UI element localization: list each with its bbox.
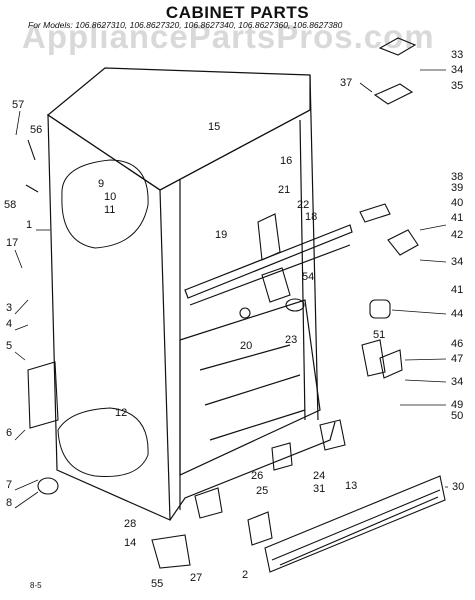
callout-49: 49: [451, 399, 463, 411]
callout-30: 30: [452, 481, 464, 493]
callout-18: 18: [305, 211, 317, 223]
callout-40: 40: [451, 197, 463, 209]
callout-44: 44: [451, 308, 463, 320]
callout-33: 33: [451, 49, 463, 61]
callout-12: 12: [115, 407, 127, 419]
callout-5: 5: [6, 340, 12, 352]
callout-56: 56: [30, 124, 42, 136]
callout-8: 8: [6, 497, 12, 509]
callout-35: 35: [451, 80, 463, 92]
callout-39: 39: [451, 182, 463, 194]
callout-2: 2: [242, 569, 248, 581]
callout-1: 1: [26, 219, 32, 231]
callout-41: 41: [451, 284, 463, 296]
callout-11: 11: [104, 204, 115, 216]
callout-10: 10: [104, 191, 116, 203]
callout-26: 26: [251, 470, 263, 482]
callout-9: 9: [98, 178, 104, 190]
callout-23: 23: [285, 334, 297, 346]
callout-50: 50: [451, 410, 463, 422]
callout-19: 19: [215, 229, 227, 241]
callout-28: 28: [124, 518, 136, 530]
callout-21: 21: [278, 184, 290, 196]
callout-46: 46: [451, 338, 463, 350]
callout-42: 42: [451, 229, 463, 241]
callout-6: 6: [6, 427, 12, 439]
callout-labels: 57 56 58 9 10 11 1 17 3 4 5 6 7 8 12 15 …: [4, 49, 464, 590]
callout-7: 7: [6, 479, 12, 491]
page-footer: 8-5: [30, 581, 42, 590]
callout-22: 22: [297, 199, 309, 211]
callout-25: 25: [256, 485, 268, 497]
part-shapes: [25, 37, 446, 573]
callout-31: 31: [313, 483, 325, 495]
callout-14: 14: [124, 537, 136, 549]
page-title: CABINET PARTS: [165, 3, 310, 22]
callout-37: 37: [340, 77, 352, 89]
detail-circles: [57, 159, 149, 478]
callout-57: 57: [12, 99, 24, 111]
leader-lines: [14, 69, 448, 509]
callout-55: 55: [151, 578, 163, 590]
callout-41: 41: [451, 212, 463, 224]
callout-24: 24: [313, 470, 325, 482]
callout-16: 16: [280, 155, 292, 167]
callout-34: 34: [451, 256, 463, 268]
callout-17: 17: [6, 237, 18, 249]
callout-54: 54: [302, 271, 314, 283]
callout-3: 3: [6, 302, 12, 314]
callout-34: 34: [451, 64, 463, 76]
callout-15: 15: [208, 121, 220, 133]
callout-38: 38: [451, 171, 463, 183]
callout-4: 4: [6, 318, 12, 330]
callout-20: 20: [240, 340, 252, 352]
watermark: AppliancePartsPros.com: [22, 18, 435, 55]
callout-27: 27: [190, 572, 202, 584]
callout-58: 58: [4, 199, 16, 211]
callout-13: 13: [345, 480, 357, 492]
callout-34: 34: [451, 376, 463, 388]
cabinet-outline: [46, 67, 353, 521]
callout-47: 47: [451, 353, 463, 365]
model-list: For Models: 106.8627310, 106.8627320, 10…: [28, 20, 343, 30]
callout-51: 51: [373, 329, 385, 341]
